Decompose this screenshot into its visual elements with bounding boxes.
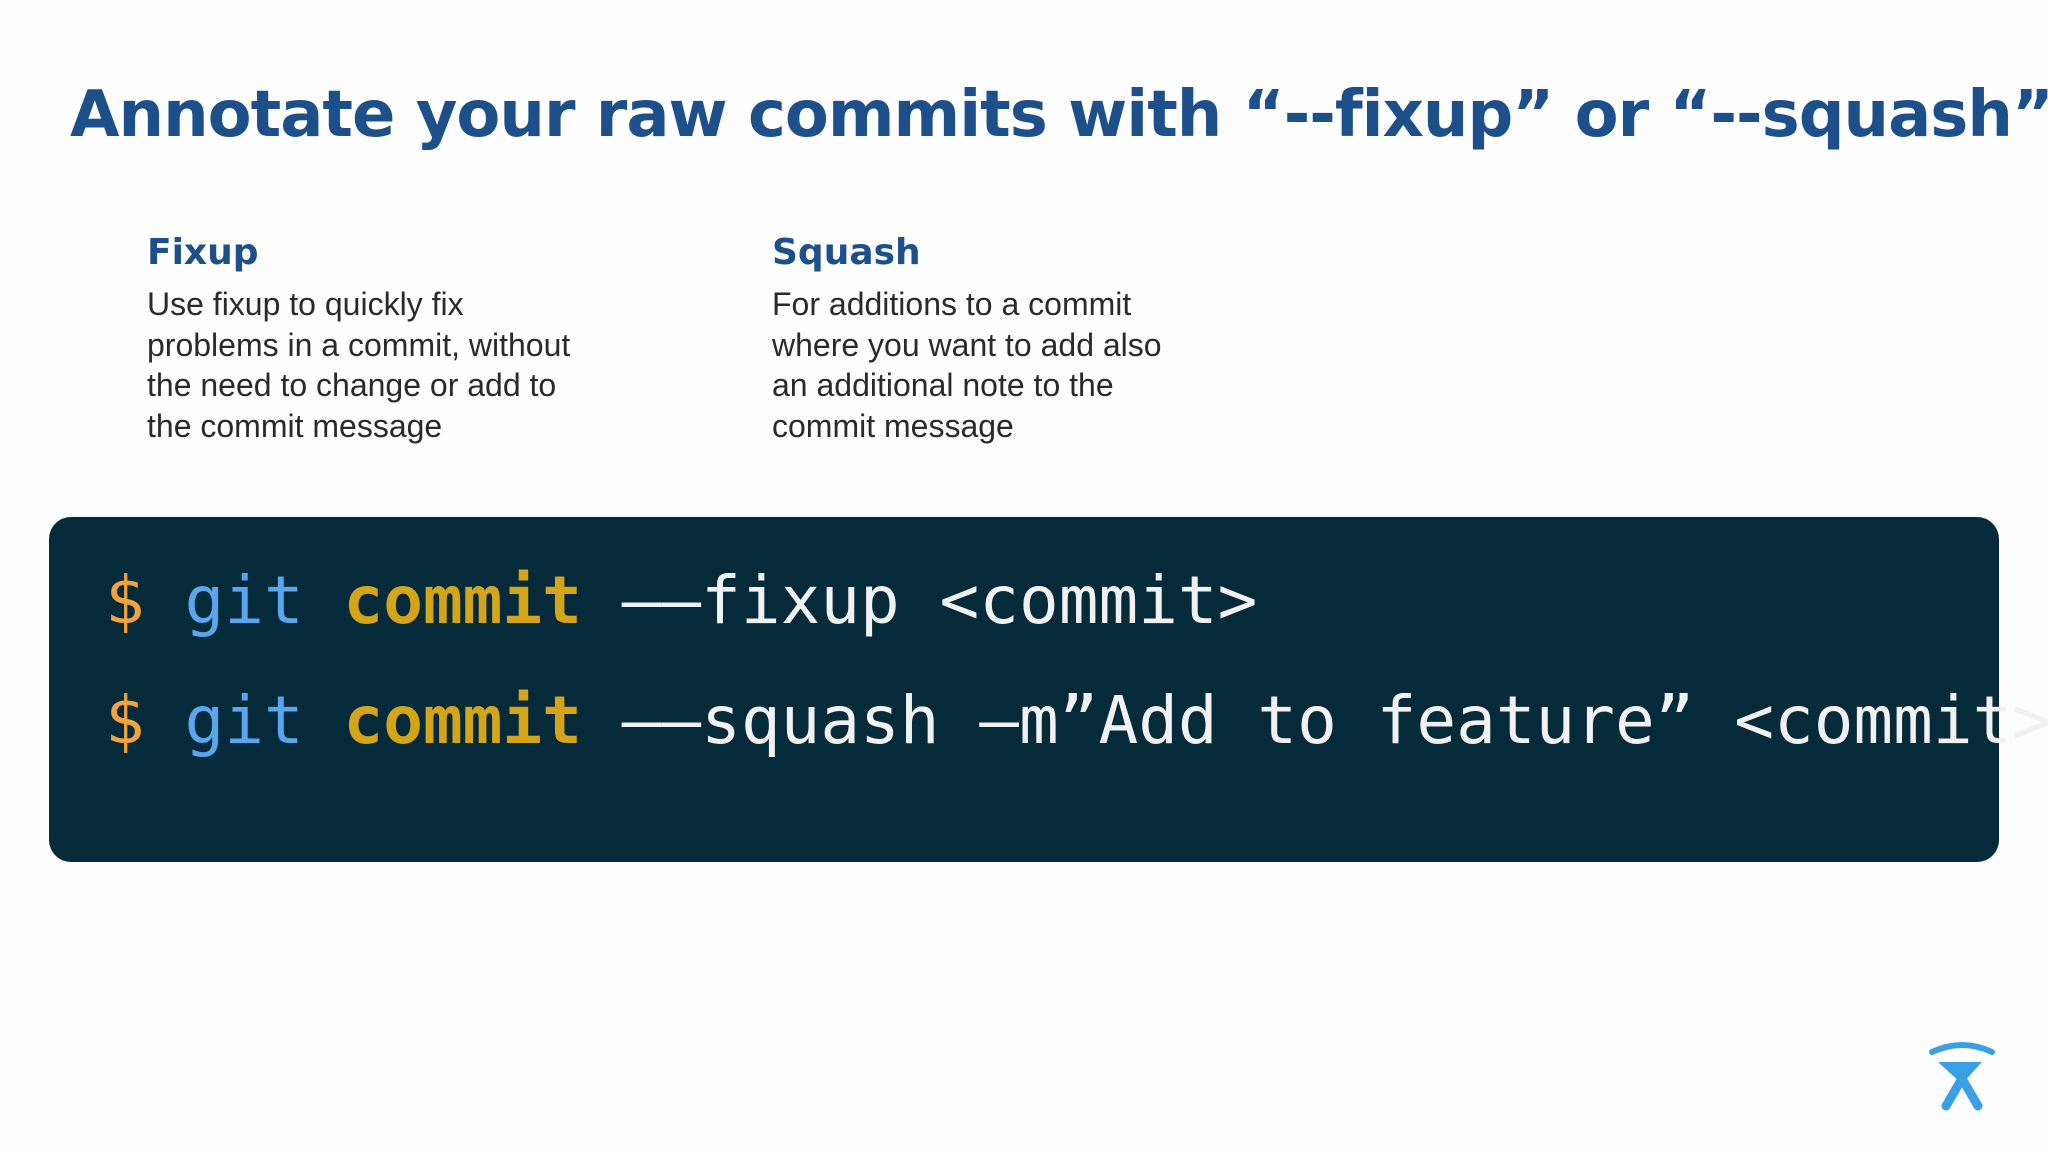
squash-arguments: ––squash –m”Add to feature” <commit> [621,682,2048,759]
code-line-fixup: $ git commit ––fixup <commit> [105,561,1257,641]
squash-heading: Squash [772,232,921,273]
fixup-description: Use fixup to quickly fix problems in a c… [147,286,571,444]
fixup-heading: Fixup [147,232,259,273]
prompt-symbol: $ [105,562,145,639]
code-line-squash: $ git commit ––squash –m”Add to feature”… [105,681,2048,761]
prompt-symbol: $ [105,682,145,759]
commit-subcommand: commit [343,682,582,759]
fixup-arguments: ––fixup <commit> [621,562,1258,639]
squash-description: For additions to a commit where you want… [772,286,1162,444]
git-command: git [184,682,304,759]
squash-column: Squash For additions to a commit where y… [772,230,1202,446]
atlassian-logo-icon [1926,1040,1998,1112]
commit-subcommand: commit [343,562,582,639]
slide-title: Annotate your raw commits with “--fixup”… [70,78,2048,152]
git-command: git [184,562,304,639]
code-block: $ git commit ––fixup <commit> $ git comm… [49,517,2048,862]
fixup-column: Fixup Use fixup to quickly fix problems … [147,230,577,446]
